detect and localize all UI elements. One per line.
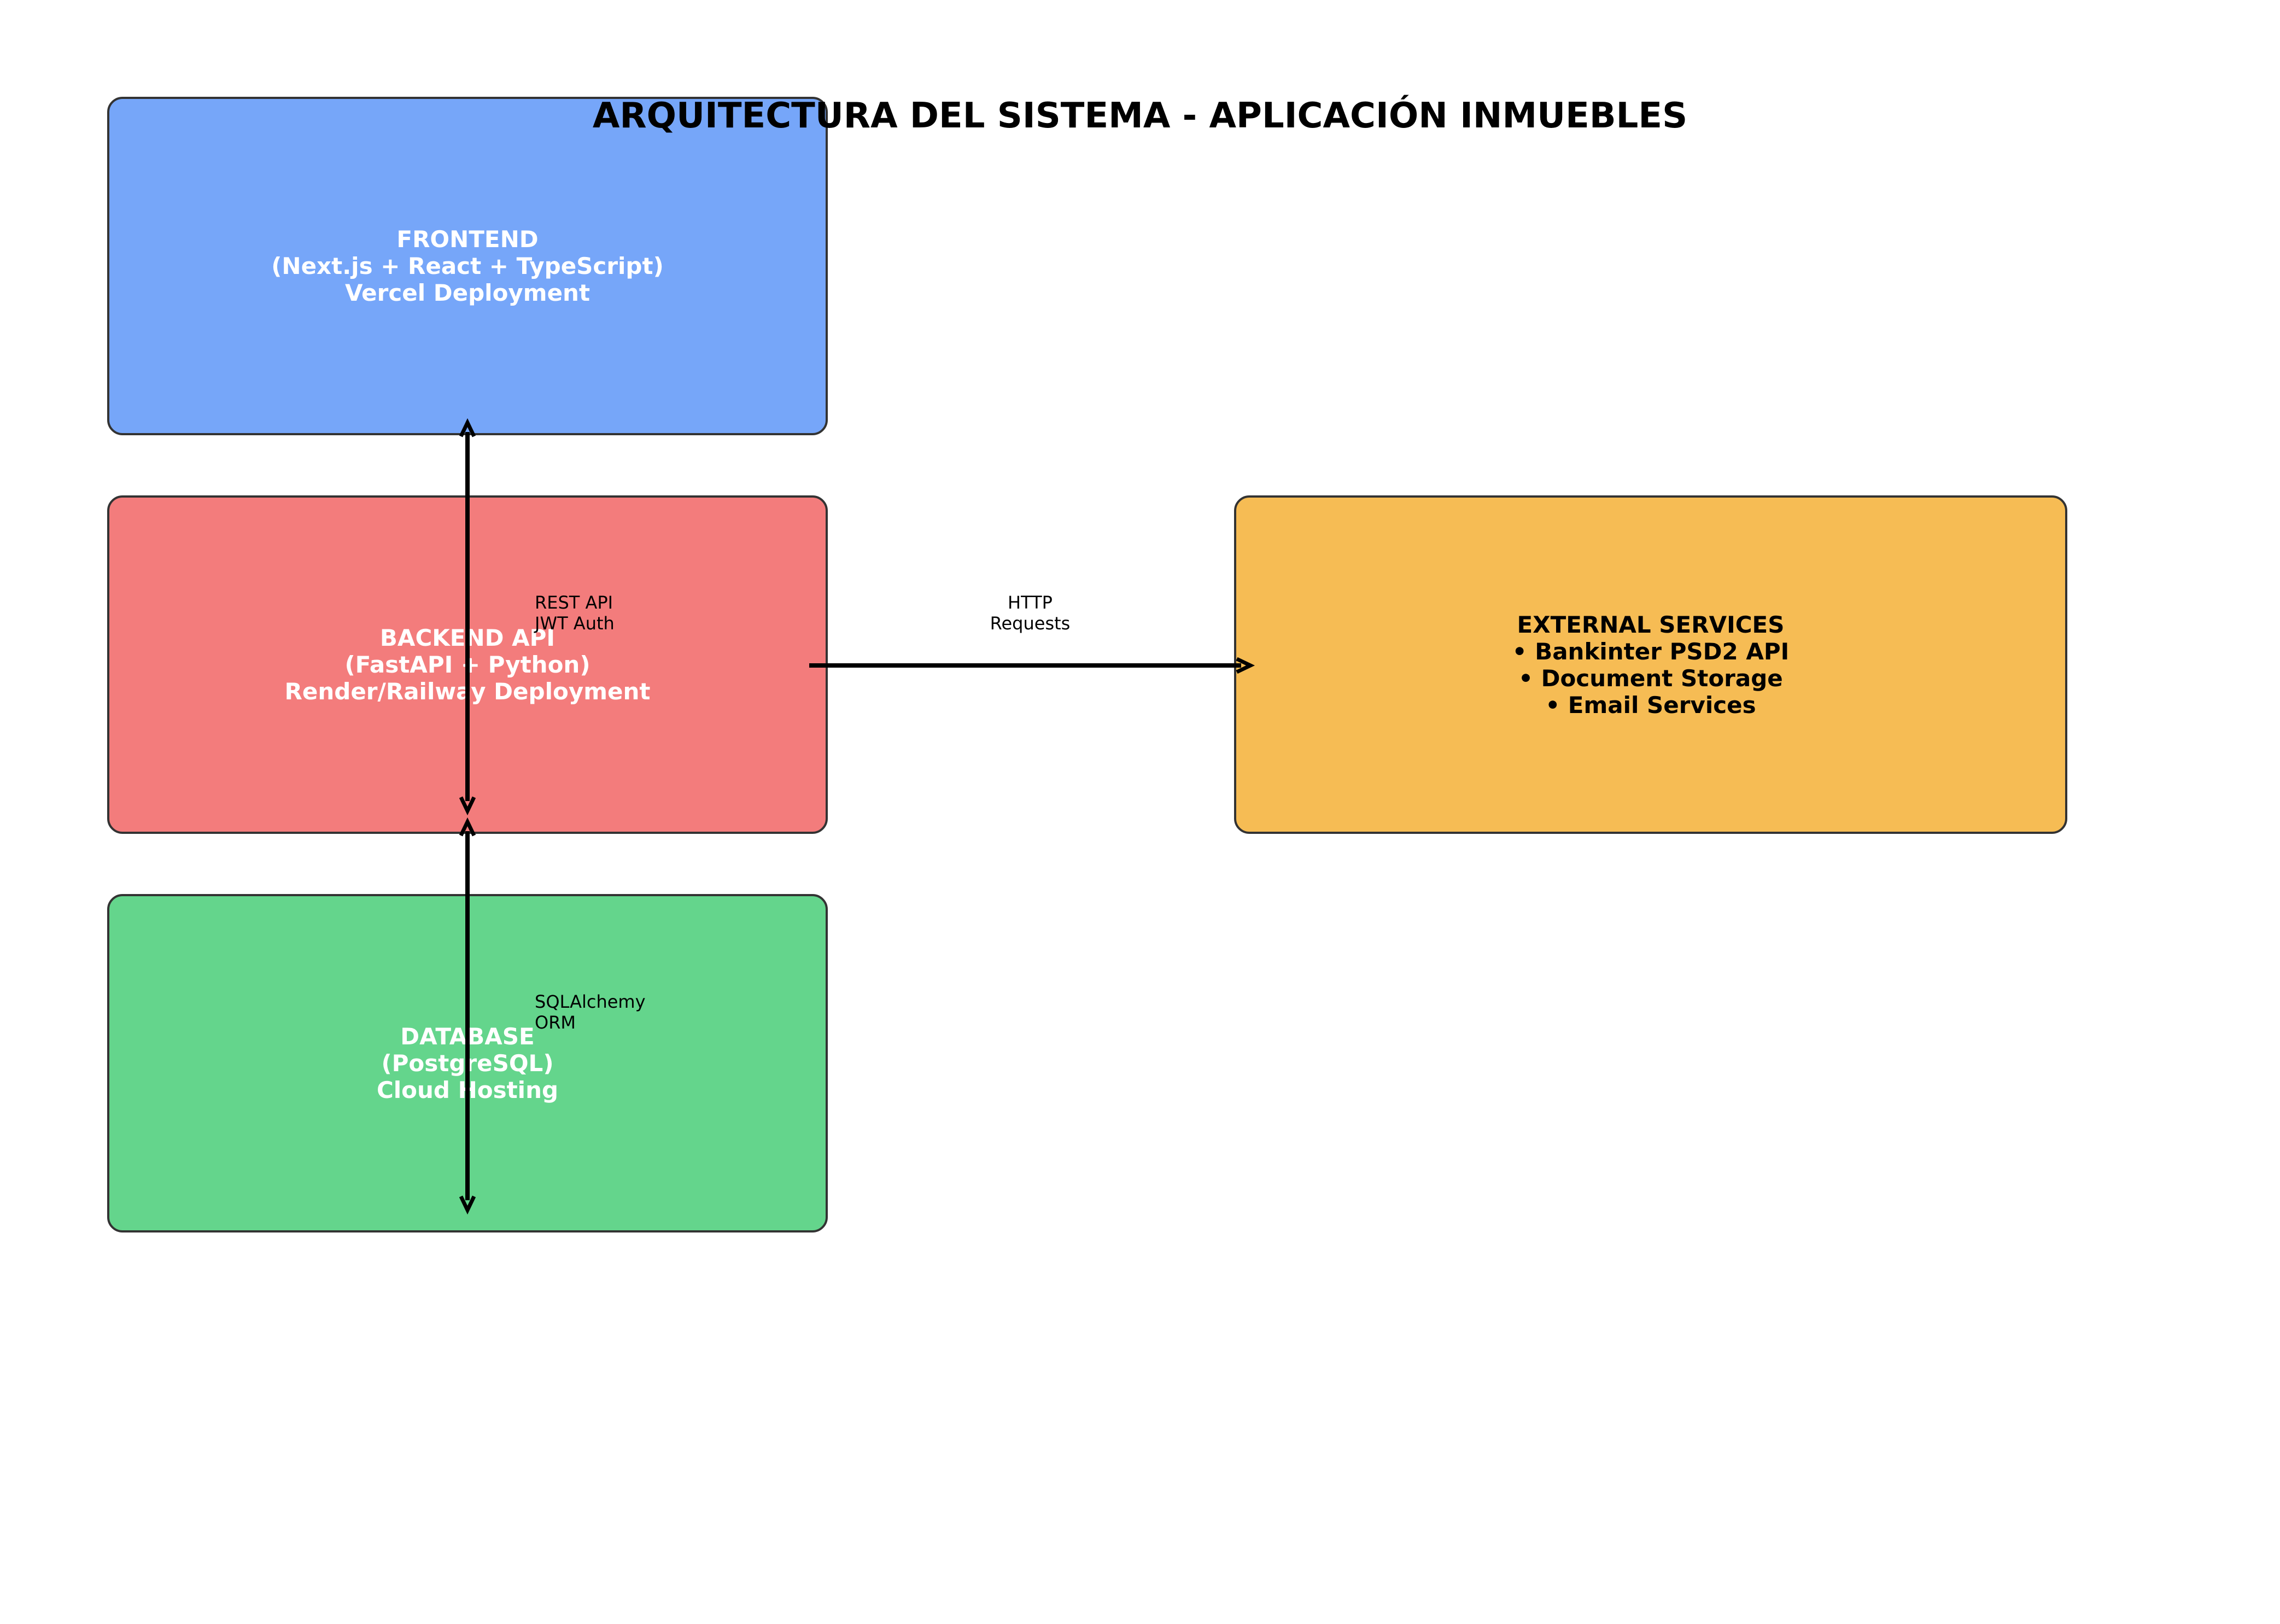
external-box-text: EXTERNAL SERVICES • Bankinter PSD2 API •… [1512,611,1790,718]
diagram-title: ARQUITECTURA DEL SISTEMA - APLICACIÓN IN… [592,96,1688,136]
connection-label-http: HTTP Requests [948,592,1112,634]
frontend-box: FRONTEND (Next.js + React + TypeScript) … [107,97,828,435]
frontend-deployment: Vercel Deployment [344,279,591,306]
arrow-frontend-backend [459,418,476,816]
frontend-box-text: FRONTEND (Next.js + React + TypeScript) … [271,226,664,306]
arrow-backend-database [459,817,476,1215]
frontend-stack: (Next.js + React + TypeScript) [271,253,664,279]
sqlalchemy-label: SQLAlchemy [535,991,646,1012]
external-item-email: • Email Services [1545,691,1756,718]
external-item-bankinter: • Bankinter PSD2 API [1512,638,1790,665]
external-item-document-storage: • Document Storage [1518,664,1783,692]
frontend-title: FRONTEND [396,226,539,253]
connection-label-sqlalchemy: SQLAlchemy ORM [535,991,646,1033]
external-services-box: EXTERNAL SERVICES • Bankinter PSD2 API •… [1234,495,2067,834]
requests-label: Requests [990,613,1071,634]
arrow-backend-external [809,657,1255,674]
connection-label-rest-api: REST API JWT Auth [535,592,615,634]
jwt-auth-label: JWT Auth [535,613,615,634]
orm-label: ORM [535,1012,576,1033]
rest-api-label: REST API [535,592,613,613]
http-label: HTTP [1008,592,1053,613]
external-title: EXTERNAL SERVICES [1517,611,1785,638]
